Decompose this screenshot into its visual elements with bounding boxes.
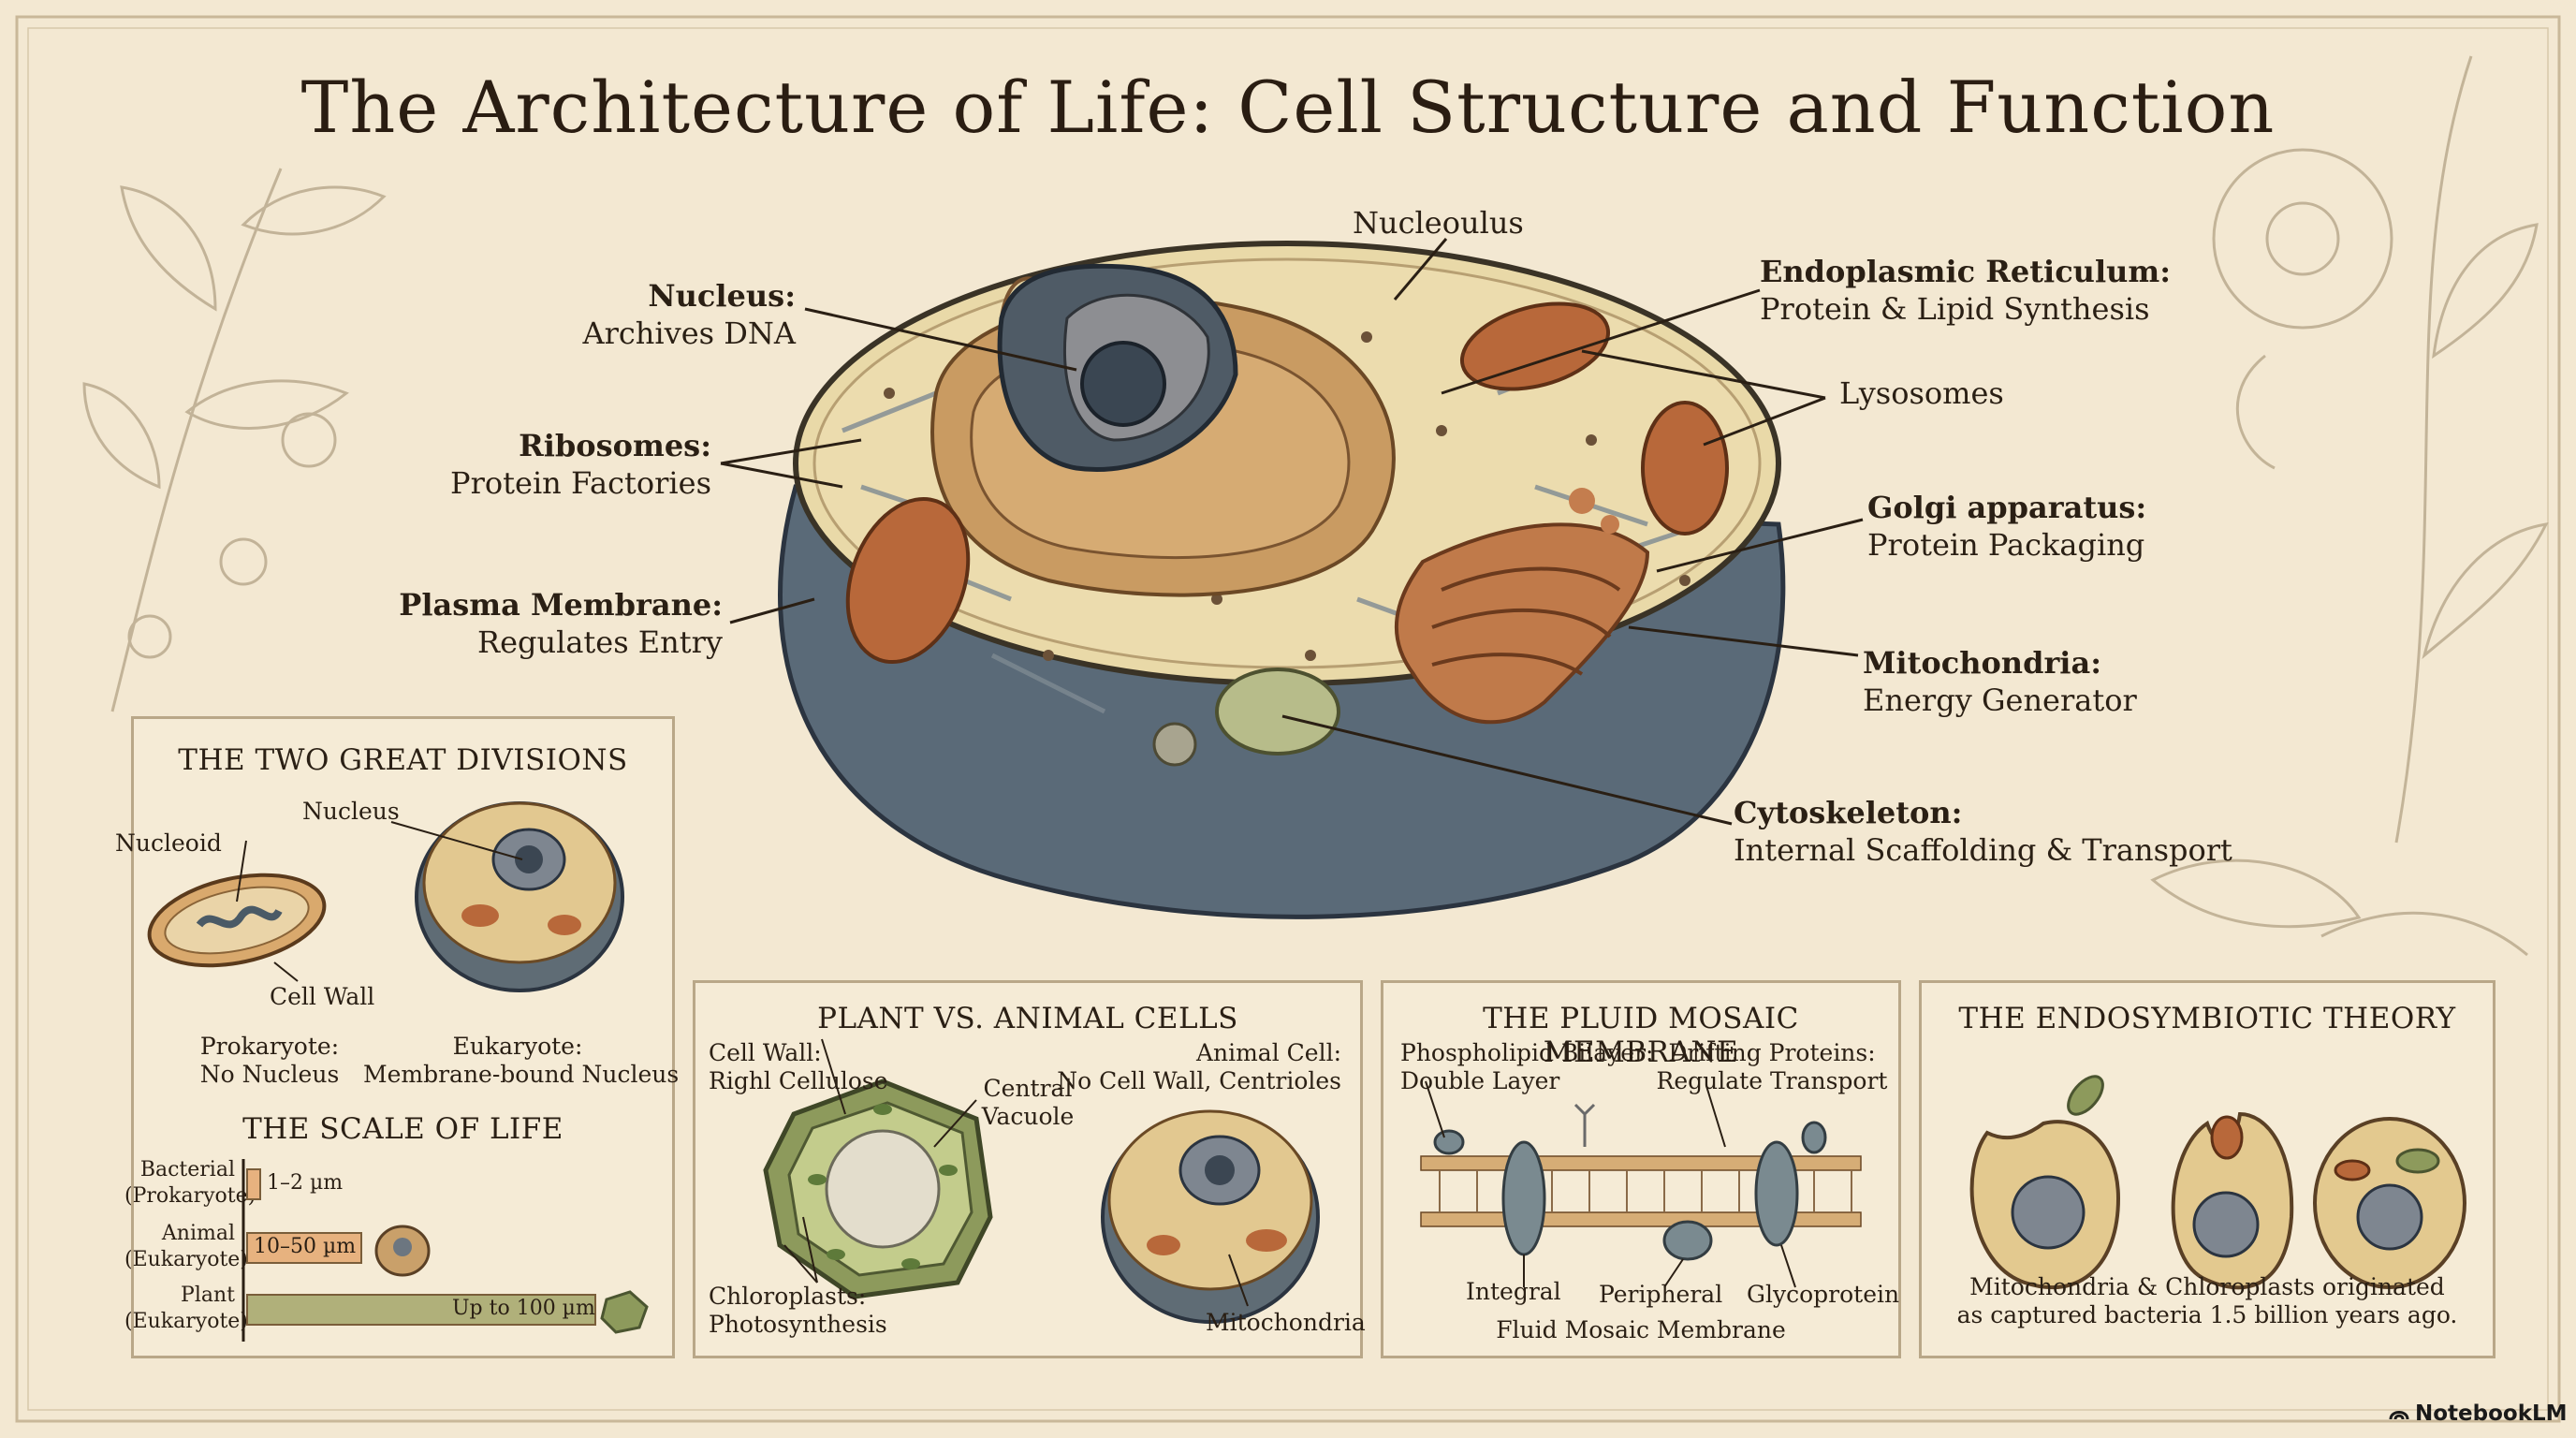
scale-row-name: Animal bbox=[161, 1222, 235, 1245]
endo-caption-line1: Mitochondria & Chloroplasts originated bbox=[1969, 1273, 2445, 1300]
label-er-title: Endoplasmic Reticulum: bbox=[1760, 254, 2172, 289]
label-central-vacuole: Central Vacuole bbox=[972, 1075, 1084, 1131]
label-nucleoid: Nucleoid bbox=[115, 829, 222, 857]
label-chloroplasts-title: Chloroplasts: bbox=[709, 1283, 867, 1310]
panel-two-great-divisions: THE TWO GREAT DIVISIONS Nucleoid Nucleus… bbox=[115, 716, 680, 1358]
label-lysosomes: Lysosomes bbox=[1839, 375, 2004, 411]
label-eukaryote-desc: Membrane-bound Nucleus bbox=[363, 1061, 680, 1088]
label-ribosomes: Ribosomes: Protein Factories bbox=[431, 427, 711, 502]
scale-axis bbox=[242, 1159, 649, 1342]
scale-row-type: (Eukaryote) bbox=[124, 1310, 248, 1333]
divisions-title: THE TWO GREAT DIVISIONS bbox=[178, 743, 628, 777]
membrane-caption: Fluid Mosaic Membrane bbox=[1496, 1316, 1786, 1343]
mitochondria-shapes bbox=[845, 301, 1729, 665]
label-peripheral: Peripheral bbox=[1599, 1281, 1723, 1308]
scale-size-label: 10–50 µm bbox=[254, 1235, 357, 1258]
label-animal-cell: Animal Cell: No Cell Wall, Centrioles bbox=[1042, 1039, 1341, 1095]
scale-row-name: Bacterial bbox=[139, 1158, 235, 1181]
divisions-illustration bbox=[147, 801, 624, 992]
scale-row-type: (Eukaryote) bbox=[124, 1248, 248, 1271]
notebooklm-logo-icon bbox=[2389, 1411, 2409, 1420]
label-plant-animal-mitochondria: Mitochondria bbox=[1206, 1309, 1366, 1336]
label-ribosomes-title: Ribosomes: bbox=[519, 428, 711, 463]
label-animal-cell-desc: No Cell Wall, Centrioles bbox=[1057, 1067, 1341, 1094]
label-drifting-proteins: Drifting Proteins: Regulate Transport bbox=[1655, 1039, 1889, 1095]
endosymbiosis-illustration bbox=[1969, 1075, 2466, 1290]
panel-endosymbiotic-theory: THE ENDOSYMBIOTIC THEORY Mitochondria & … bbox=[1919, 980, 2496, 1358]
label-ribosomes-desc: Protein Factories bbox=[450, 465, 711, 501]
label-plasma-membrane-title: Plasma Membrane: bbox=[399, 587, 723, 623]
label-mitochondria-title: Mitochondria: bbox=[1863, 645, 2101, 681]
label-endoplasmic-reticulum: Endoplasmic Reticulum: Protein & Lipid S… bbox=[1760, 253, 2171, 328]
scale-size-label: 1–2 µm bbox=[267, 1171, 344, 1195]
label-plant-cell-wall-desc: Righl Cellulose bbox=[709, 1067, 888, 1094]
label-golgi-title: Golgi apparatus: bbox=[1867, 490, 2147, 525]
notebooklm-logo-text: NotebookLM bbox=[2415, 1401, 2568, 1426]
label-nucleolus: Nucleoulus bbox=[1353, 205, 1524, 241]
scale-row-label: Plant (Eukaryote) bbox=[124, 1283, 248, 1335]
scale-size-label: Up to 100 µm bbox=[452, 1297, 595, 1320]
label-chloroplasts: Chloroplasts: Photosynthesis bbox=[709, 1283, 887, 1339]
label-mitochondria: Mitochondria: Energy Generator bbox=[1863, 644, 2137, 719]
label-nucleus-desc: Archives DNA bbox=[582, 315, 796, 351]
plant-animal-illustration bbox=[763, 1038, 1320, 1324]
page-title: The Architecture of Life: Cell Structure… bbox=[300, 66, 2276, 149]
label-chloroplasts-desc: Photosynthesis bbox=[709, 1311, 887, 1338]
label-division-nucleus: Nucleus bbox=[302, 798, 400, 825]
scale-row-label: Bacterial (Prokaryote) bbox=[124, 1157, 256, 1210]
label-plant-cell-wall-title: Cell Wall: bbox=[709, 1039, 822, 1066]
scale-row-type: (Prokaryote) bbox=[124, 1184, 256, 1208]
label-integral: Integral bbox=[1466, 1278, 1561, 1305]
endo-caption: Mitochondria & Chloroplasts originated a… bbox=[1922, 1273, 2493, 1329]
label-eukaryote: Eukaryote: Membrane-bound Nucleus bbox=[363, 1033, 680, 1089]
label-eukaryote-title: Eukaryote: bbox=[452, 1033, 583, 1060]
scale-title: THE SCALE OF LIFE bbox=[242, 1112, 564, 1146]
label-prokaryote-desc: No Nucleus bbox=[199, 1061, 340, 1088]
label-cytoskeleton-title: Cytoskeleton: bbox=[1734, 795, 1963, 830]
label-drifting-desc: Regulate Transport bbox=[1656, 1067, 1888, 1094]
label-animal-cell-title: Animal Cell: bbox=[1195, 1039, 1341, 1066]
panel-fluid-mosaic-membrane: THE PLUID MOSAIC MEMBRANE bbox=[1381, 980, 1901, 1358]
label-golgi-desc: Protein Packaging bbox=[1867, 527, 2145, 563]
label-cell-wall: Cell Wall bbox=[270, 983, 375, 1010]
scale-row-label: Animal (Eukaryote) bbox=[124, 1221, 248, 1273]
label-plant-cell-wall: Cell Wall: Righl Cellulose bbox=[709, 1039, 888, 1095]
label-plasma-membrane-desc: Regulates Entry bbox=[476, 624, 723, 660]
scale-bar bbox=[246, 1294, 596, 1326]
panel-plant-vs-animal: PLANT VS. ANIMAL CELLS Cell Wall: Righl … bbox=[693, 980, 1366, 1358]
label-drifting-title: Drifting Proteins: bbox=[1668, 1039, 1876, 1066]
endo-caption-line2: as captured bacteria 1.5 billion years a… bbox=[1956, 1301, 2458, 1328]
membrane-illustration bbox=[1420, 1080, 1862, 1288]
label-bilayer-title: Phospholipid Bilayer: bbox=[1400, 1039, 1654, 1066]
label-vacuole: Vacuole bbox=[981, 1103, 1075, 1130]
endo-title: THE ENDOSYMBIOTIC THEORY bbox=[1958, 1002, 2456, 1035]
label-nucleus: Nucleus: Archives DNA bbox=[524, 277, 796, 352]
scale-row-name: Plant bbox=[181, 1284, 235, 1307]
label-golgi-apparatus: Golgi apparatus: Protein Packaging bbox=[1867, 489, 2146, 564]
label-glycoprotein: Glycoprotein bbox=[1747, 1281, 1900, 1308]
label-cytoskeleton-desc: Internal Scaffolding & Transport bbox=[1734, 832, 2232, 868]
label-central: Central bbox=[983, 1075, 1073, 1102]
label-mitochondria-desc: Energy Generator bbox=[1863, 682, 2137, 718]
scale-bar bbox=[246, 1232, 362, 1264]
membrane-title: THE PLUID MOSAIC MEMBRANE bbox=[1483, 1002, 1799, 1069]
label-bilayer-desc: Double Layer bbox=[1400, 1067, 1560, 1094]
plant-animal-title: PLANT VS. ANIMAL CELLS bbox=[817, 1002, 1238, 1035]
label-plasma-membrane: Plasma Membrane: Regulates Entry bbox=[393, 586, 723, 661]
label-prokaryote: Prokaryote: No Nucleus bbox=[115, 1033, 424, 1089]
scale-bar bbox=[246, 1168, 261, 1200]
label-er-desc: Protein & Lipid Synthesis bbox=[1760, 291, 2150, 327]
notebooklm-logo: NotebookLM bbox=[2389, 1401, 2568, 1426]
label-phospholipid-bilayer: Phospholipid Bilayer: Double Layer bbox=[1400, 1039, 1653, 1095]
label-nucleus-title: Nucleus: bbox=[648, 278, 796, 314]
label-cytoskeleton: Cytoskeleton: Internal Scaffolding & Tra… bbox=[1734, 794, 2232, 869]
label-prokaryote-title: Prokaryote: bbox=[199, 1033, 340, 1060]
